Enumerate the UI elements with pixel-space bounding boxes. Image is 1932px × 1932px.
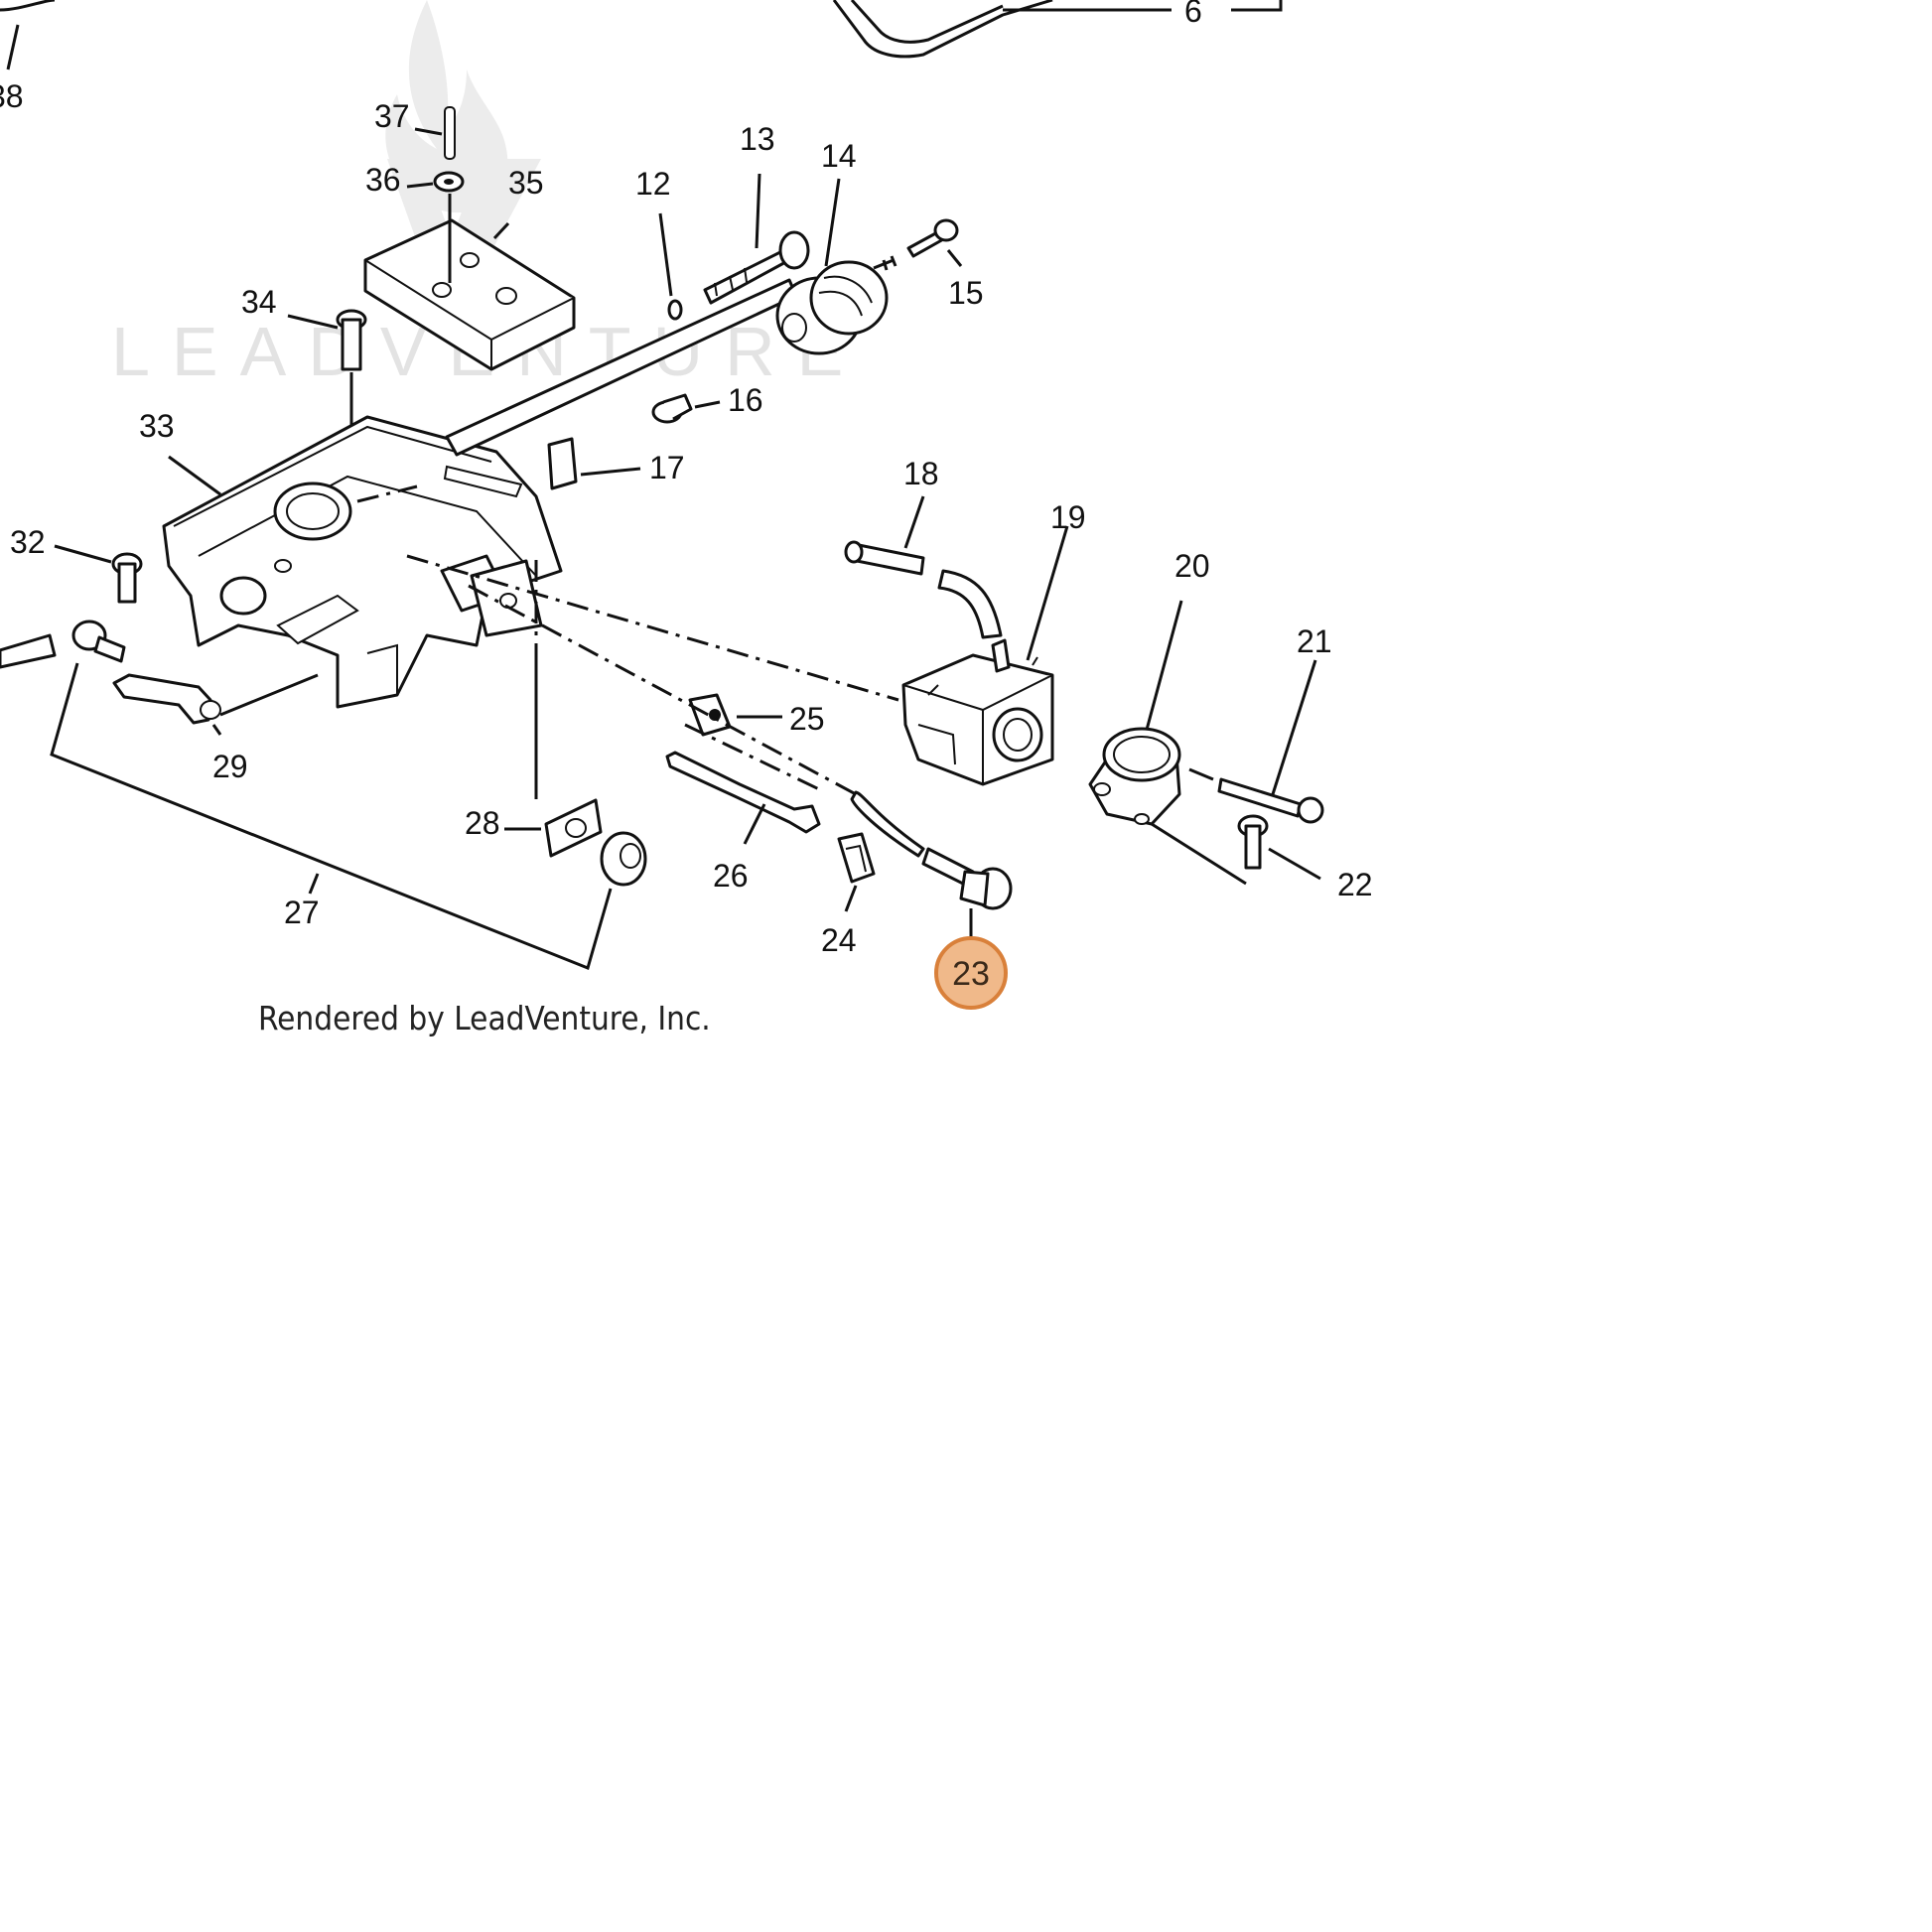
part-label-26[interactable]: 26 xyxy=(713,858,749,894)
part-23-choke-knob xyxy=(850,790,1013,938)
part-22-screw xyxy=(1237,814,1321,881)
part-label-19[interactable]: 19 xyxy=(1050,499,1086,535)
part-28-plate xyxy=(504,665,603,858)
part-15-screw xyxy=(873,218,963,271)
highlight-circle[interactable] xyxy=(934,936,1008,1010)
part-label-18[interactable]: 18 xyxy=(903,456,939,491)
part-33-housing xyxy=(162,415,563,709)
part-label-29[interactable]: 29 xyxy=(212,749,248,784)
part-6-frame xyxy=(832,0,1283,59)
part-label-22[interactable]: 22 xyxy=(1337,867,1373,902)
part-label-38[interactable]: 38 xyxy=(0,78,24,114)
part-label-27[interactable]: 27 xyxy=(284,895,320,930)
part-label-23[interactable]: 23 xyxy=(952,955,990,993)
part-27-bracket xyxy=(50,662,613,971)
part-21-screw xyxy=(1188,659,1324,824)
assembly-lines xyxy=(356,484,899,796)
part-label-16[interactable]: 16 xyxy=(728,382,763,418)
part-29-lever xyxy=(112,673,319,736)
part-label-12[interactable]: 12 xyxy=(635,166,671,202)
part-35-block xyxy=(363,194,576,371)
part-26-rod xyxy=(665,751,821,845)
credit-text: Rendered by LeadVenture, Inc. xyxy=(258,999,711,1037)
part-label-17[interactable]: 17 xyxy=(649,450,685,485)
highlighted-part-23[interactable]: 23 xyxy=(934,936,1008,1010)
part-label-14[interactable]: 14 xyxy=(821,138,857,174)
part-label-33[interactable]: 33 xyxy=(139,408,175,444)
part-label-6[interactable]: 6 xyxy=(1184,0,1202,29)
part-32-assembly xyxy=(0,620,126,669)
part-38-partial xyxy=(0,0,56,70)
part-label-13[interactable]: 13 xyxy=(740,121,775,157)
part-13-spindle xyxy=(703,173,810,305)
part-16-nut xyxy=(651,393,721,424)
part-18-hose xyxy=(844,495,1003,639)
part-14-gear xyxy=(775,178,889,355)
part-37-pin xyxy=(414,106,456,160)
part-label-20[interactable]: 20 xyxy=(1174,548,1210,584)
part-27-pulley xyxy=(600,831,647,887)
part-32-screw xyxy=(54,544,143,604)
part-label-35[interactable]: 35 xyxy=(508,165,544,201)
part-label-34[interactable]: 34 xyxy=(241,284,277,320)
part-24-clip xyxy=(837,832,876,912)
part-17-gasket xyxy=(547,437,641,490)
part-36-washer xyxy=(406,171,465,193)
part-labels: 6 12 13 14 15 16 17 18 19 20 21 22 24 25… xyxy=(0,0,1373,958)
part-label-21[interactable]: 21 xyxy=(1297,623,1332,659)
part-label-15[interactable]: 15 xyxy=(948,275,984,311)
part-label-32[interactable]: 32 xyxy=(10,524,46,560)
part-label-24[interactable]: 24 xyxy=(821,922,857,958)
part-12-ring xyxy=(658,212,683,321)
part-label-36[interactable]: 36 xyxy=(365,162,401,198)
part-20-flange xyxy=(1088,600,1247,886)
part-label-25[interactable]: 25 xyxy=(789,701,825,737)
part-19-carburetor xyxy=(901,525,1069,786)
part-label-37[interactable]: 37 xyxy=(374,98,410,134)
part-label-28[interactable]: 28 xyxy=(465,805,500,841)
